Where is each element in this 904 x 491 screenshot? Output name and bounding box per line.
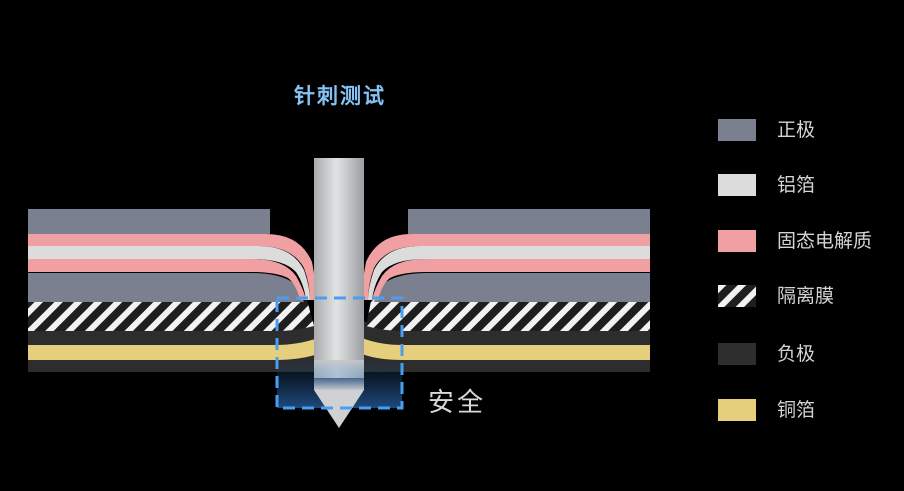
legend-label-aluminum-foil: 铝箔 <box>777 174 816 196</box>
left-positive-lower <box>28 273 304 302</box>
right-positive-top <box>408 209 650 234</box>
legend-swatch-negative <box>718 343 756 365</box>
right-negative-lower <box>362 352 650 372</box>
legend-swatch-solid-electrolyte <box>718 230 756 252</box>
right-copper-foil <box>362 336 650 360</box>
right-electrolyte-top <box>362 234 650 300</box>
needle-shaft <box>314 158 364 378</box>
left-electrolyte-top <box>28 234 316 300</box>
left-negative-lower <box>28 352 318 372</box>
left-aluminum-foil <box>28 246 310 300</box>
legend-item-aluminum-foil: 铝箔 <box>718 173 898 197</box>
legend-swatch-positive <box>718 119 756 141</box>
right-positive-lower <box>374 273 650 302</box>
legend-item-negative: 负极 <box>718 342 898 366</box>
left-copper-foil <box>28 336 318 360</box>
legend-swatch-aluminum-foil <box>718 174 756 196</box>
legend-swatch-copper-foil <box>718 399 756 421</box>
puncture-needle <box>314 158 364 428</box>
right-electrolyte-bottom <box>372 259 650 300</box>
right-cell-layers <box>362 209 650 372</box>
legend-label-separator: 隔离膜 <box>777 285 835 307</box>
legend-item-separator: 隔离膜 <box>718 284 898 308</box>
left-negative-upper <box>28 320 318 345</box>
left-electrolyte-bottom <box>28 259 306 300</box>
legend-item-positive: 正极 <box>718 118 898 142</box>
legend-label-negative: 负极 <box>777 343 816 365</box>
legend-item-copper-foil: 铜箔 <box>718 398 898 422</box>
right-negative-upper <box>362 320 650 345</box>
diagram-title: 针刺测试 <box>294 84 386 108</box>
legend-item-solid-electrolyte: 固态电解质 <box>718 229 898 253</box>
needle-shaft-lower <box>314 360 364 390</box>
legend-swatch-separator <box>718 285 756 307</box>
legend-label-positive: 正极 <box>777 119 816 141</box>
left-positive-top <box>28 209 270 234</box>
needle-tip <box>314 390 364 428</box>
safe-result-label: 安全 <box>428 388 487 418</box>
right-separator <box>366 296 650 331</box>
left-cell-layers <box>28 209 318 372</box>
right-aluminum-foil <box>368 246 650 300</box>
legend-label-solid-electrolyte: 固态电解质 <box>777 230 873 252</box>
legend-label-copper-foil: 铜箔 <box>777 399 816 421</box>
safe-zone-highlight-box <box>275 296 404 410</box>
left-separator <box>28 296 314 331</box>
